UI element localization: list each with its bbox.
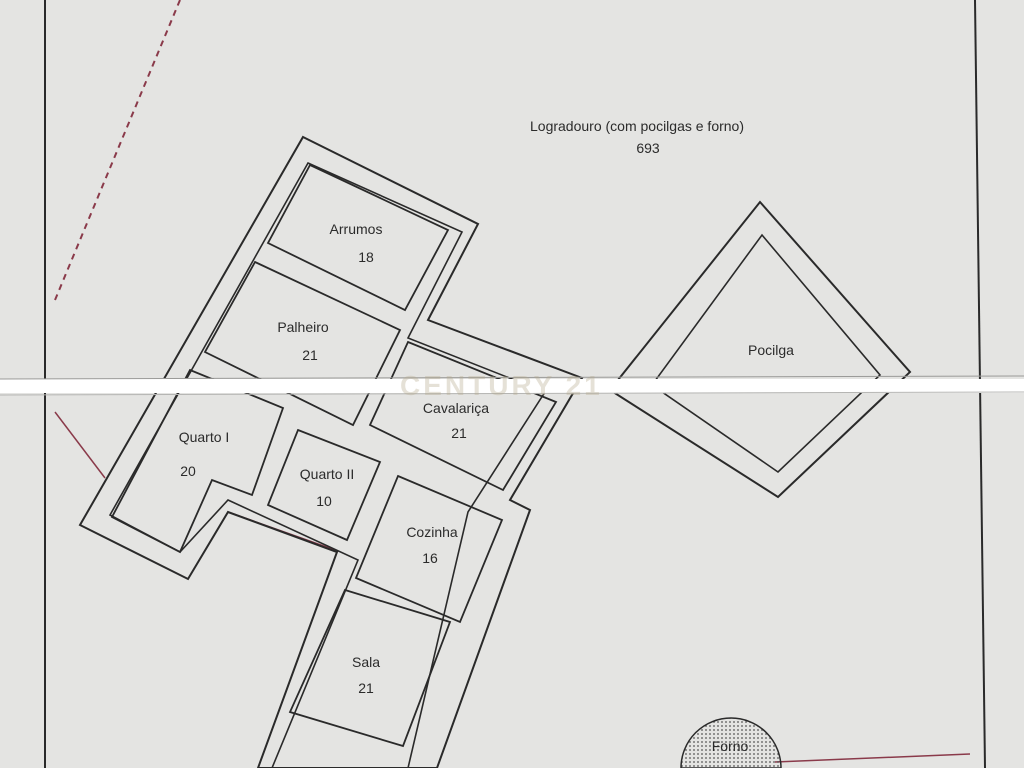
room-name-cavalarica: Cavalariça	[422, 400, 490, 416]
room-area-cozinha: 16	[422, 550, 438, 566]
room-name-palheiro: Palheiro	[277, 319, 329, 335]
fold-edge-top	[0, 375, 1024, 380]
boundary-line-left	[54, 411, 106, 479]
fold-edge-bottom	[0, 391, 1024, 396]
room-quarto-2	[266, 428, 382, 542]
paper-fold-crease	[0, 379, 1024, 393]
room-area-palheiro: 21	[302, 347, 318, 363]
pigsty-inner-wall	[650, 233, 882, 474]
room-arrumos	[266, 163, 450, 312]
pigsty-name: Pocilga	[748, 342, 794, 358]
room-name-arrumos: Arrumos	[329, 221, 383, 237]
watermark: CENTURY 21	[400, 370, 603, 401]
room-area-quarto-1: 20	[180, 463, 196, 479]
room-cozinha	[354, 474, 504, 624]
room-area-sala: 21	[358, 680, 374, 696]
yard-area: 693	[636, 140, 660, 156]
room-name-cozinha: Cozinha	[406, 524, 458, 540]
room-sala	[288, 588, 452, 748]
room-quarto-1	[110, 368, 285, 554]
pigsty-outer-wall	[608, 200, 912, 499]
oven-name: Forno	[711, 738, 749, 754]
room-name-sala: Sala	[351, 654, 381, 670]
room-palheiro	[203, 260, 402, 427]
room-name-quarto-1: Quarto I	[178, 429, 230, 445]
room-name-quarto-2: Quarto II	[299, 466, 355, 482]
room-area-arrumos: 18	[358, 249, 374, 265]
room-area-cavalarica: 21	[451, 425, 467, 441]
yard-name: Logradouro (com pocilgas e forno)	[529, 118, 745, 134]
building-outer-wall	[78, 135, 584, 768]
room-area-quarto-2: 10	[316, 493, 332, 509]
oven-symbol	[680, 717, 782, 768]
boundary-line-bottom	[774, 753, 971, 763]
